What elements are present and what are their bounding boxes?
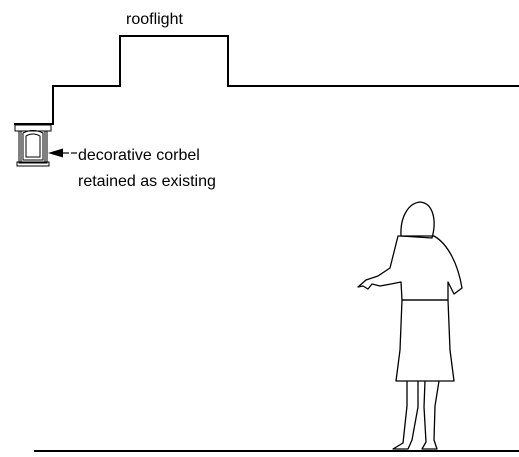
roof-profile-line	[14, 35, 519, 125]
corbel-label-line1: decorative corbel	[78, 147, 200, 164]
scale-figure-person-icon	[357, 201, 463, 450]
corbel-leader-arrow	[48, 148, 77, 158]
rooflight-label: rooflight	[126, 11, 183, 28]
corbel-label-line2: retained as existing	[78, 173, 216, 190]
decorative-corbel-icon	[14, 124, 52, 167]
